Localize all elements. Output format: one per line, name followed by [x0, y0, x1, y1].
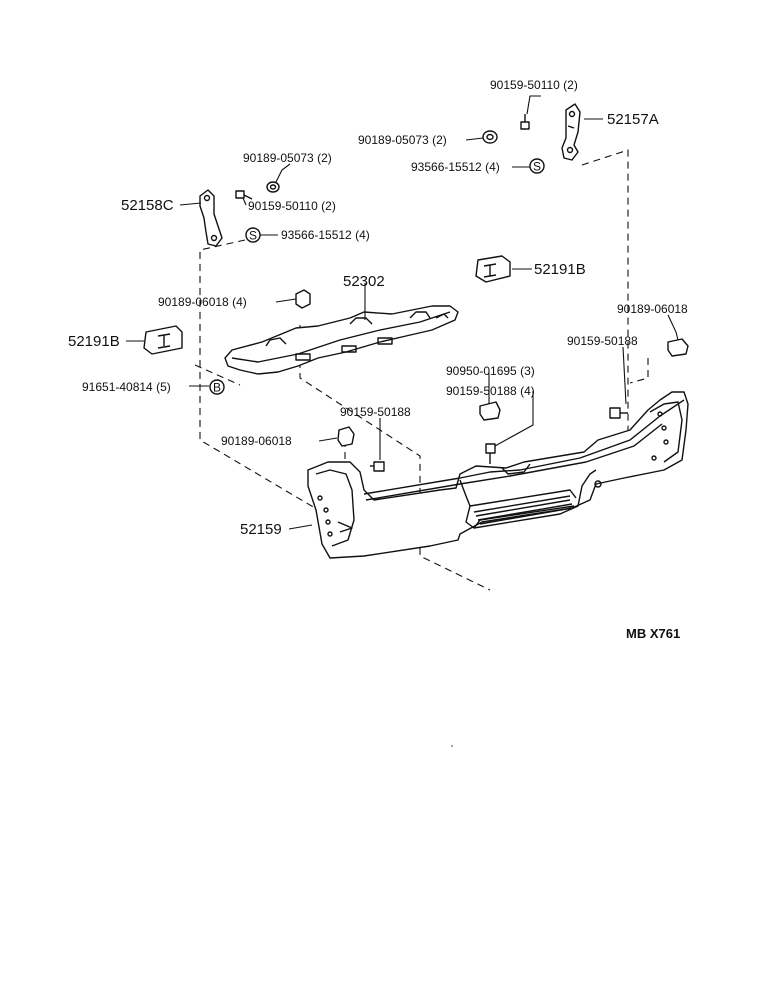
label-90159-50188-left: 90159-50188 [340, 405, 411, 419]
label-90159-50110-left: 90159-50110 (2) [248, 199, 336, 213]
label-90159-50110-right: 90159-50110 (2) [490, 78, 578, 92]
label-93566-15512-left: 93566-15512 (4) [281, 228, 370, 242]
label-90189-06018-left: 90189-06018 [221, 434, 292, 448]
pad-52191b-left [143, 325, 183, 355]
label-90950-01695: 90950-01695 (3) [446, 364, 535, 378]
rear-bumper-52159 [307, 391, 689, 559]
clip-right-bumper [667, 338, 689, 357]
clip-center [479, 401, 501, 421]
s-mark-left-text: S [249, 229, 257, 243]
label-90189-05073-right: 90189-05073 (2) [358, 133, 447, 147]
bolt-center [485, 443, 496, 464]
label-90159-50188-right: 90159-50188 [567, 334, 638, 348]
s-mark-left: S [245, 227, 261, 243]
label-91651-40814: 91651-40814 (5) [82, 380, 171, 394]
bracket-52157a [561, 103, 581, 161]
label-52191b-left: 52191B [68, 333, 120, 350]
part-labels: 90159-50110 (2) 52157A 90189-05073 (2) 9… [68, 78, 688, 538]
label-90189-06018-right: 90189-06018 [617, 302, 688, 316]
label-52157a: 52157A [607, 111, 659, 128]
nut-left-top [266, 181, 280, 193]
clip-left-bumper [337, 426, 355, 447]
reference-code: MB X761 [626, 626, 680, 641]
step-plate-52302 [224, 305, 459, 375]
label-52159: 52159 [240, 521, 282, 538]
pad-52191b-right [475, 255, 511, 283]
label-52191b-right: 52191B [534, 261, 586, 278]
label-52302: 52302 [343, 273, 385, 290]
label-90159-50188-4: 90159-50188 (4) [446, 384, 535, 398]
s-mark-right-text: S [533, 160, 541, 174]
label-90189-06018-4: 90189-06018 (4) [158, 295, 247, 309]
label-52158c: 52158C [121, 197, 174, 214]
label-90189-05073-left: 90189-05073 (2) [243, 151, 332, 165]
nut-right-top [482, 130, 498, 144]
bracket-52158c [199, 189, 223, 247]
stray-dot [451, 745, 453, 747]
b-mark-text: B [213, 381, 221, 395]
bolt-left-top [235, 190, 253, 200]
bolt-right-bumper [609, 407, 628, 419]
bolt-right-top [520, 114, 530, 130]
s-mark-right: S [529, 158, 545, 174]
b-mark: B [209, 379, 225, 395]
leader-lines [126, 95, 679, 530]
label-93566-15512-right: 93566-15512 (4) [411, 160, 500, 174]
clip-plate [295, 289, 311, 309]
bolt-left-bumper [370, 461, 385, 472]
